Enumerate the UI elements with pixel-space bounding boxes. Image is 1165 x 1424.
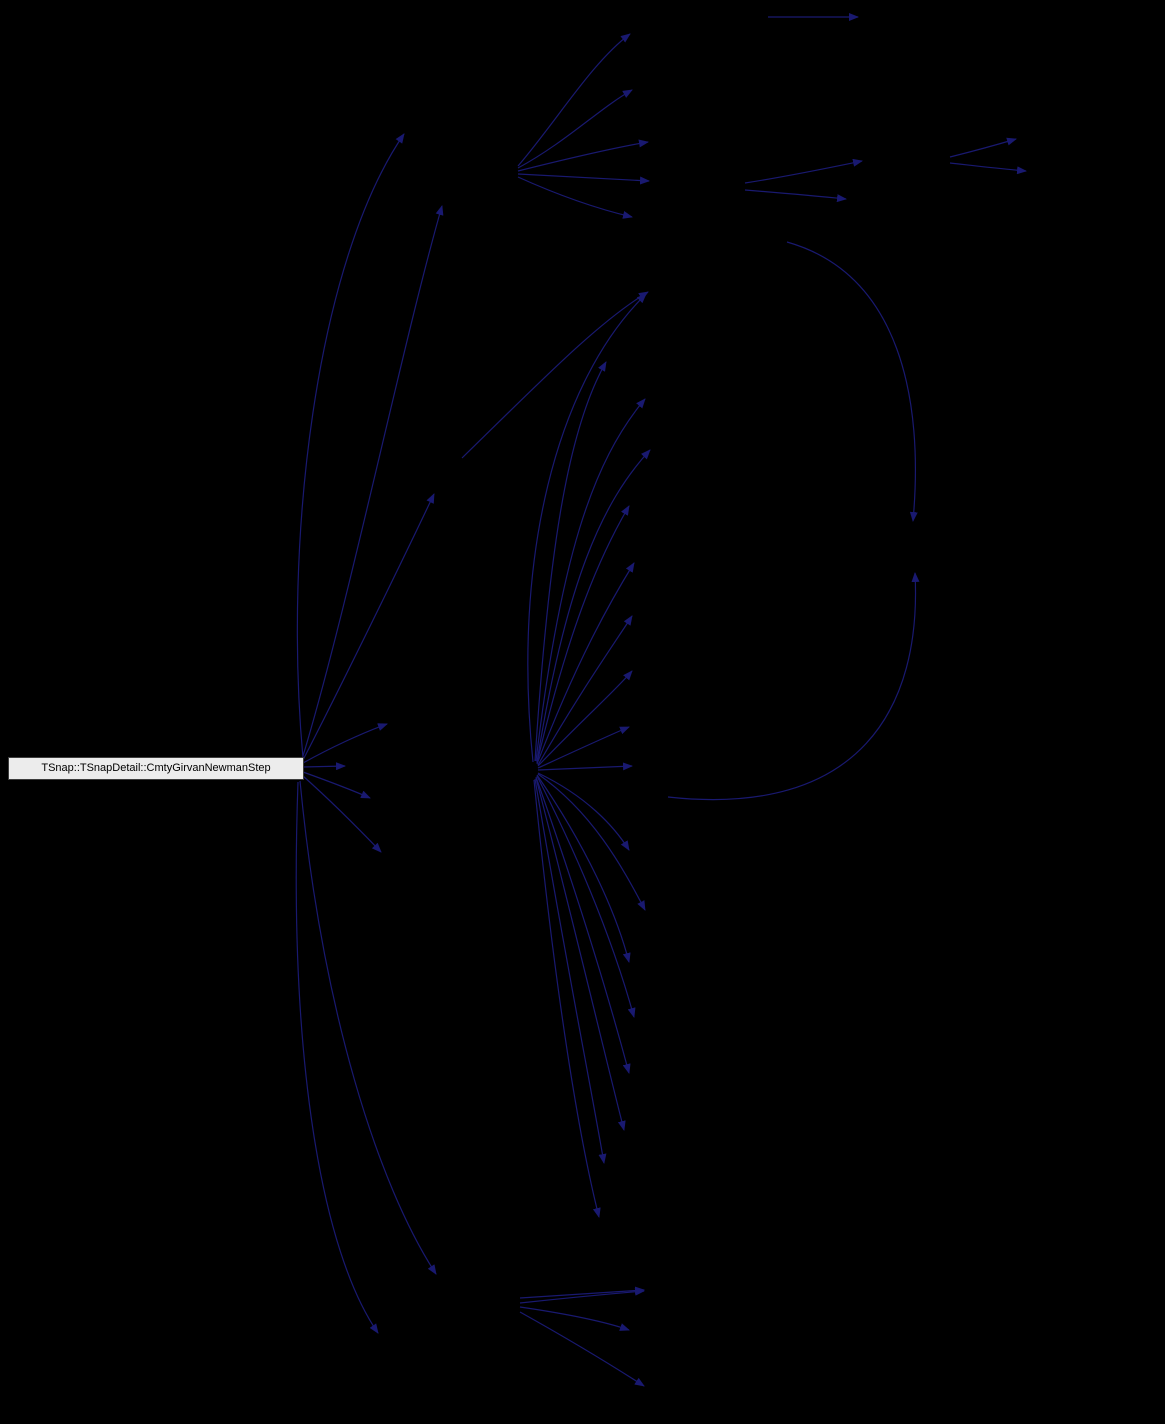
- graph-node-label: TSnap::TSnapDetail::CmtyGirvanNewmanStep: [41, 762, 271, 774]
- graph-edge: [295, 781, 379, 1334]
- graph-edge: [667, 572, 920, 801]
- graph-edge: [302, 771, 371, 799]
- graph-edge: [786, 241, 918, 522]
- graph-edge: [949, 162, 1027, 175]
- graph-edge: [744, 189, 847, 203]
- graph-edge: [533, 779, 601, 1218]
- graph-edge: [517, 139, 649, 172]
- graph-edge: [535, 777, 626, 1131]
- graph-edge: [519, 1311, 645, 1387]
- graph-edge: [537, 670, 633, 767]
- graph-edge: [537, 726, 630, 769]
- graph-edge: [517, 89, 633, 169]
- graph-edge: [519, 1287, 645, 1304]
- graph-edge: [302, 205, 444, 757]
- graph-edge: [296, 133, 405, 759]
- graph-edge: [517, 33, 631, 167]
- graph-edge: [534, 361, 607, 762]
- graph-edge: [299, 780, 437, 1275]
- graph-edge: [536, 505, 630, 764]
- graph-edge: [519, 1306, 630, 1331]
- graph-edge: [461, 291, 649, 459]
- graph-edge: [535, 776, 631, 1074]
- graph-edge: [537, 772, 630, 851]
- edges-group: [295, 13, 1027, 1387]
- graph-edge: [536, 562, 635, 765]
- graph-edge: [534, 778, 607, 1164]
- graph-edge: [536, 774, 631, 963]
- graph-edge: [536, 449, 651, 763]
- graph-edge: [527, 293, 647, 763]
- graph-edge: [302, 762, 346, 771]
- graph-edge: [519, 1286, 645, 1299]
- graph-edge: [537, 773, 646, 911]
- graph-edge: [302, 493, 435, 761]
- graph-edge: [537, 615, 633, 766]
- graph-edge: [536, 775, 636, 1018]
- graph-edge: [537, 762, 633, 771]
- graph-edge: [517, 176, 633, 219]
- graph-edge: [744, 158, 863, 184]
- graph-node-cmty-girvan-newman-step[interactable]: TSnap::TSnapDetail::CmtyGirvanNewmanStep: [8, 757, 304, 780]
- graph-edge: [302, 723, 388, 764]
- graph-edge: [949, 137, 1017, 158]
- graph-edge: [517, 173, 650, 185]
- graph-edge: [302, 775, 382, 853]
- graph-edge: [535, 398, 646, 762]
